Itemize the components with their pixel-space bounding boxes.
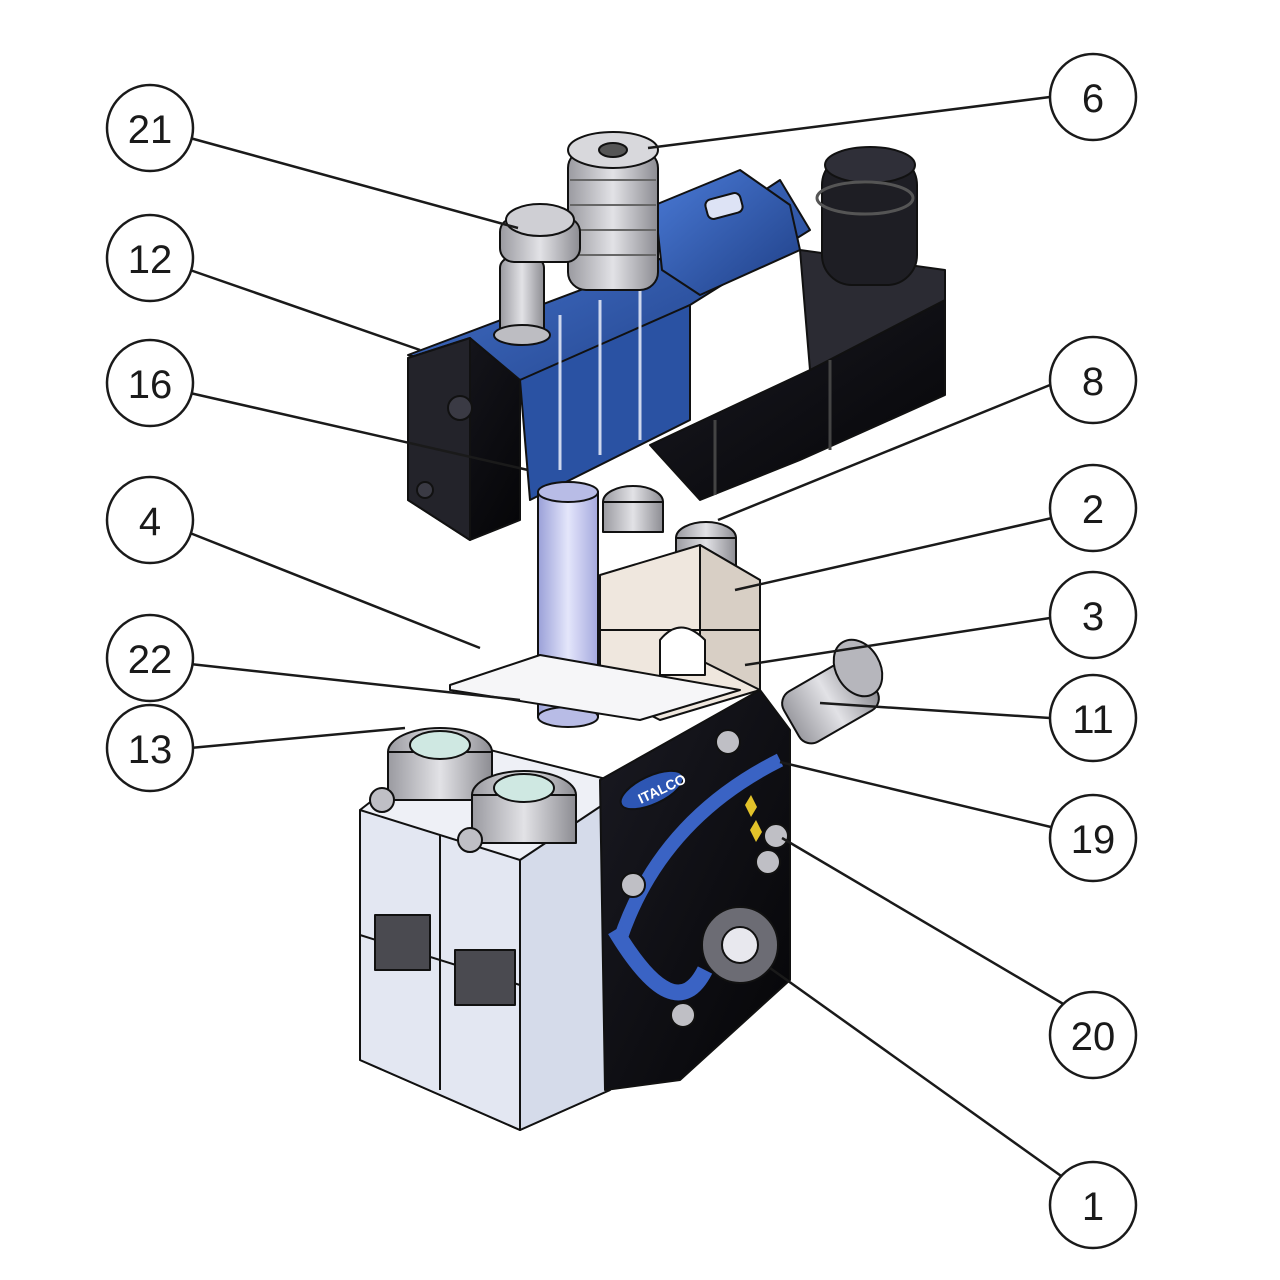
leader-1 xyxy=(769,966,1065,1180)
callout-16-label: 16 xyxy=(128,363,173,407)
callout-3: 3 xyxy=(1048,570,1138,660)
callout-6-label: 6 xyxy=(1082,77,1104,121)
callout-11-label: 11 xyxy=(1072,698,1114,742)
callout-13: 13 xyxy=(105,703,195,793)
leader-8 xyxy=(717,383,1051,522)
body-fittings xyxy=(387,727,577,844)
callout-22: 22 xyxy=(105,613,195,703)
callout-1: 1 xyxy=(1048,1160,1138,1250)
leader-3 xyxy=(744,616,1051,667)
parts-illustration: ITALCO xyxy=(359,131,946,1131)
callout-8: 8 xyxy=(1048,335,1138,425)
callout-16: 16 xyxy=(105,338,195,428)
callout-4: 4 xyxy=(105,475,195,565)
callout-2-label: 2 xyxy=(1082,488,1104,532)
callout-12-label: 12 xyxy=(128,238,173,282)
leader-16 xyxy=(189,391,529,472)
silencer xyxy=(567,131,659,291)
leader-11 xyxy=(819,701,1051,720)
gasket-plate xyxy=(449,654,741,721)
callout-22-label: 22 xyxy=(128,638,173,682)
callout-4-label: 4 xyxy=(139,500,161,544)
leader-13 xyxy=(189,726,406,750)
body-screws xyxy=(369,729,789,1028)
callout-20: 20 xyxy=(1048,990,1138,1080)
leader-6 xyxy=(647,95,1051,150)
callout-19-label: 19 xyxy=(1071,818,1116,862)
callouts: 21 6 12 16 8 4 2 3 xyxy=(105,52,1138,1250)
leader-21 xyxy=(189,136,519,230)
callout-21-label: 21 xyxy=(128,108,173,152)
callout-13-label: 13 xyxy=(128,728,173,772)
leader-22 xyxy=(189,662,521,702)
callout-6: 6 xyxy=(1048,52,1138,142)
leader-lines xyxy=(189,95,1066,1180)
callout-11: 11 xyxy=(1048,673,1138,763)
solenoid-coil-right xyxy=(649,146,946,501)
callout-2: 2 xyxy=(1048,463,1138,553)
leader-2 xyxy=(734,516,1053,592)
callout-21: 21 xyxy=(105,83,195,173)
elbow-fitting xyxy=(493,203,581,346)
callout-12: 12 xyxy=(105,213,195,303)
coil-cap-left xyxy=(407,337,521,541)
side-fitting xyxy=(781,638,884,745)
leader-4 xyxy=(189,531,481,650)
callout-1-label: 1 xyxy=(1082,1185,1104,1229)
leader-19 xyxy=(779,760,1056,830)
callout-8-label: 8 xyxy=(1082,360,1104,404)
leader-20 xyxy=(781,836,1066,1007)
leader-12 xyxy=(189,268,421,352)
callout-3-label: 3 xyxy=(1082,595,1104,639)
callout-20-label: 20 xyxy=(1071,1015,1116,1059)
callout-19: 19 xyxy=(1048,793,1138,883)
